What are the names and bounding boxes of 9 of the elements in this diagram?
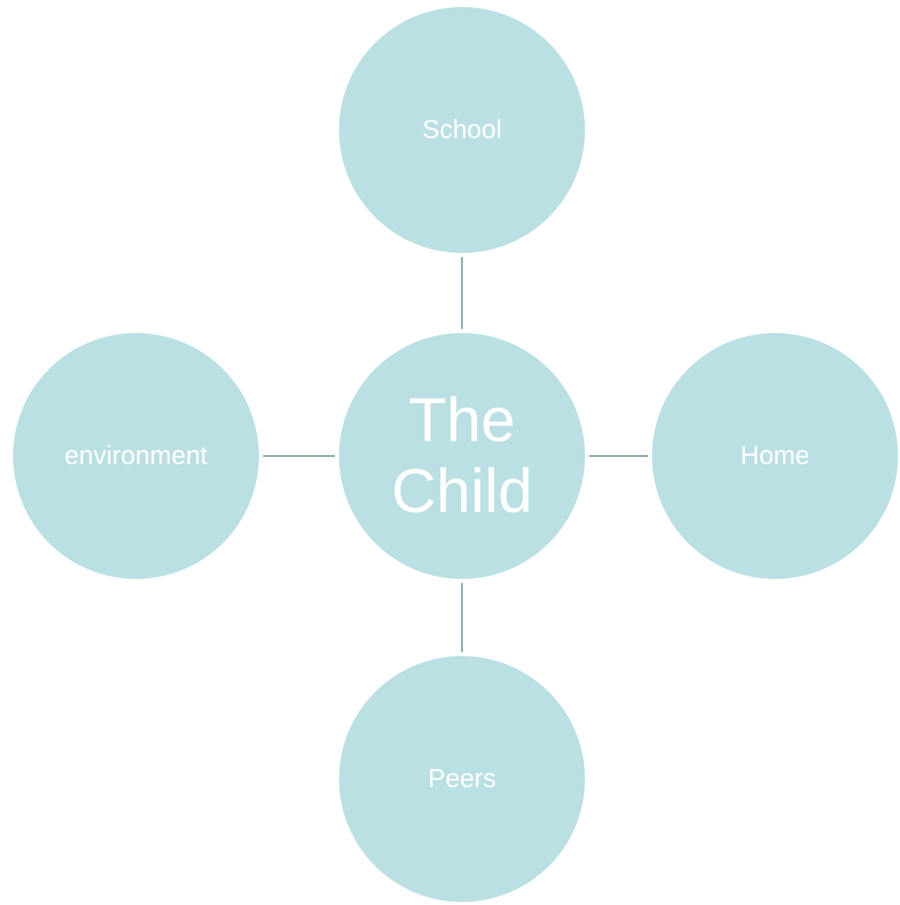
node-label: Peers [428, 763, 496, 795]
connector-line [263, 455, 335, 457]
connector-line [461, 257, 463, 329]
node-label: Home [740, 440, 810, 472]
node-label: environment [64, 440, 208, 472]
connector-line [461, 583, 463, 652]
connector-line [589, 455, 648, 457]
node-label: School [422, 114, 502, 146]
node-label: The Child [390, 384, 534, 528]
